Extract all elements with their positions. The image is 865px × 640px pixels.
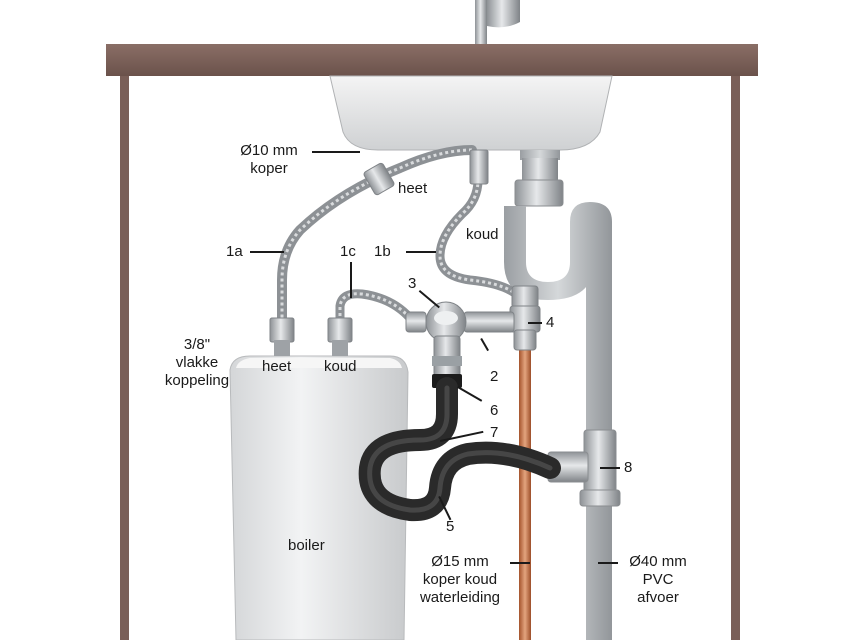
label-koud-top: koud	[466, 226, 499, 243]
label-waterleiding-diameter: Ø15 mm	[431, 553, 489, 570]
label-waterleiding-koper: koper koud	[422, 571, 498, 588]
label-4: 4	[546, 314, 555, 331]
label-koppeling-size: 3/8"	[183, 336, 211, 353]
cabinet-interior	[128, 74, 732, 640]
hose-1a-nut	[363, 162, 395, 196]
faucet	[475, 0, 520, 44]
boiler-tank	[229, 355, 409, 640]
cabinet-right-post	[731, 74, 740, 640]
label-7: 7	[490, 424, 499, 441]
label-heet-top: heet	[398, 180, 428, 197]
label-3: 3	[408, 275, 417, 292]
label-1a: 1a	[226, 243, 243, 260]
cabinet-left-post	[120, 74, 129, 640]
leader-afvoer	[598, 562, 618, 564]
leader-8	[600, 467, 620, 469]
safety-valve-3	[405, 301, 515, 377]
label-8: 8	[624, 459, 633, 476]
label-1c: 1c	[340, 243, 356, 260]
sink-bowl	[329, 75, 613, 151]
connector-heet	[269, 317, 295, 343]
label-waterleiding: waterleiding	[419, 589, 501, 606]
label-koper-diameter: Ø10 mm	[240, 142, 298, 159]
connector-koud	[327, 317, 353, 343]
leader-1c	[350, 262, 352, 298]
copper-pipe	[519, 348, 531, 640]
label-koper: koper	[250, 160, 288, 177]
label-koppeling-vlakke: vlakke	[175, 354, 219, 371]
label-afvoer-diameter: Ø40 mm	[629, 553, 687, 570]
label-1b: 1b	[374, 243, 391, 260]
label-afvoer: afvoer	[637, 589, 679, 606]
countertop	[106, 44, 758, 76]
leader-koper	[312, 151, 360, 153]
label-koppeling: koppeling	[164, 372, 230, 389]
leader-1b	[406, 251, 436, 253]
label-afvoer-pvc: PVC	[642, 571, 674, 588]
tee-4	[509, 285, 541, 351]
leader-4	[528, 322, 542, 324]
label-heet-boiler: heet	[262, 358, 292, 375]
label-5: 5	[446, 518, 455, 535]
label-boiler: boiler	[288, 537, 325, 554]
label-6: 6	[490, 402, 499, 419]
leader-1a	[250, 251, 284, 253]
label-2: 2	[490, 368, 499, 385]
leader-waterleiding	[510, 562, 530, 564]
label-koud-boiler: koud	[324, 358, 357, 375]
